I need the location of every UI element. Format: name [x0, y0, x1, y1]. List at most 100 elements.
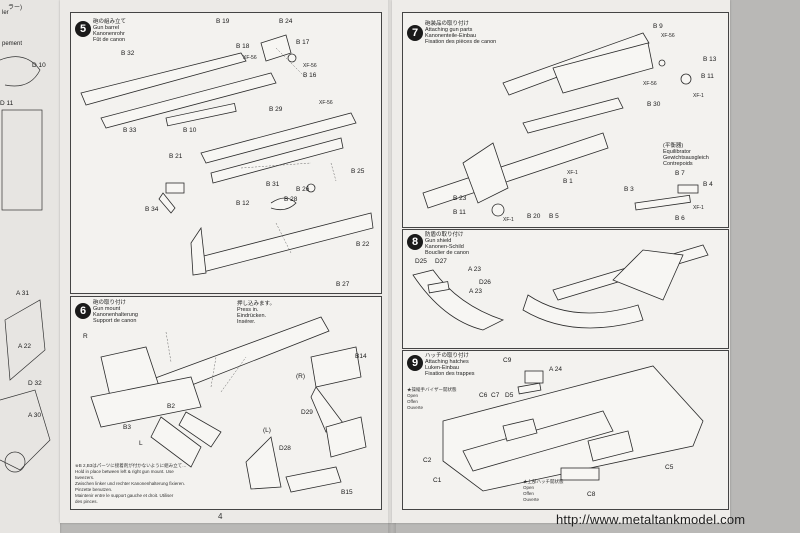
step9-drawing — [442, 365, 704, 492]
part-label: B 34 — [145, 206, 159, 213]
part-label: C7 — [491, 392, 500, 399]
part-label: C6 — [479, 392, 488, 399]
step8-panel: 8 防盾の取り付け Gun shield Kanonen-Schild Bouc… — [402, 229, 729, 349]
step7-panel: 7 砲装品の取り付け Attaching gun parts Kanonente… — [402, 12, 729, 228]
visor-note: Open — [407, 393, 419, 398]
press-note-fr: Insérer. — [237, 319, 256, 325]
step-title-jp: ハッチの取り付け — [425, 353, 470, 359]
part-label: B 28 — [284, 196, 298, 203]
part-label: D29 — [301, 409, 313, 416]
part-label: C9 — [503, 357, 512, 364]
step-title-en: Gun barrel — [93, 25, 119, 31]
part-label: B 19 — [216, 18, 230, 25]
partial-note: ler — [2, 10, 9, 16]
part-label: A 30 — [28, 412, 42, 419]
part-label: B 6 — [675, 215, 685, 222]
part-label: D 11 — [0, 100, 14, 107]
step6-panel: 6 砲の取り付け Gun mount Kanonenhalterung Supp… — [70, 296, 382, 510]
partial-left-page: ラー) ler pement D 10 D 11 D 32 A 31 A 22 … — [0, 0, 60, 533]
step-title-de: Luken-Einbau — [425, 365, 459, 371]
hatch-note: Offen — [523, 491, 534, 496]
part-label: B 1 — [563, 178, 573, 185]
part-label: D25 — [415, 258, 427, 265]
part-label: B 30 — [647, 101, 661, 108]
partial-left-drawing — [0, 56, 51, 473]
part-label: R — [83, 333, 88, 340]
part-label: B 17 — [296, 39, 310, 46]
step-title-de: Kanonenteile-Einbau — [425, 33, 477, 39]
part-label: D5 — [505, 392, 514, 399]
assembly-note: des pinces. — [75, 499, 98, 504]
step5-panel: 5 砲の組み立て Gun barrel Kanonenrohr Fût de c… — [70, 12, 382, 294]
watermark-url: http://www.metaltankmodel.com — [556, 512, 746, 527]
visor-note: Offen — [407, 399, 418, 404]
part-label: D 32 — [28, 380, 42, 387]
assembly-note: Maintenir entre le support gauche et dro… — [75, 493, 174, 498]
step-title-en: Gun shield — [425, 238, 452, 244]
step-title-jp: 砲の組み立て — [93, 19, 127, 25]
part-label: A 22 — [18, 343, 32, 350]
part-label: B3 — [123, 424, 131, 431]
step-title-fr: Fixation des pièces de canon — [425, 39, 497, 45]
hatch-note: ★上部ハッチ開状態 — [523, 479, 564, 484]
step8-drawing — [412, 244, 709, 331]
step-title-de: Kanonenhalterung — [93, 312, 138, 318]
partial-note: ラー) — [8, 5, 22, 11]
step-title-de: Kanonen-Schild — [425, 244, 464, 250]
part-label: B 12 — [236, 200, 250, 207]
part-label: B 3 — [624, 186, 634, 193]
hatch-note: Ouverte — [523, 497, 540, 502]
equilibrator-en: Equilibrator — [663, 149, 691, 155]
step-title-en: Attaching gun parts — [425, 27, 473, 33]
part-label: A 24 — [549, 366, 563, 373]
step-title-en: Gun mount — [93, 306, 121, 312]
page-number: 4 — [218, 512, 223, 521]
paint-tag: XF-56 — [319, 100, 333, 106]
paint-tag: XF-56 — [243, 55, 257, 61]
part-label: B 10 — [183, 127, 197, 134]
paint-tag: XF-1 — [693, 205, 704, 211]
part-label: B2 — [167, 403, 175, 410]
assembly-note: Pinzette benutzen. — [75, 487, 113, 492]
part-label: (R) — [296, 373, 306, 380]
part-label: L — [139, 440, 143, 447]
partial-note: pement — [2, 41, 23, 47]
part-label: B15 — [341, 489, 353, 496]
part-label: A 23 — [469, 288, 483, 295]
part-label: A 23 — [468, 266, 482, 273]
part-label: B 13 — [703, 56, 717, 63]
step-title-jp: 砲装品の取り付け — [425, 21, 470, 27]
part-label: B 18 — [236, 43, 250, 50]
part-label: D28 — [279, 445, 291, 452]
equilibrator-fr: Contrepoids — [663, 161, 693, 167]
press-note-de: Eindrücken. — [237, 313, 267, 319]
part-label: B 4 — [703, 181, 713, 188]
step6-drawing — [90, 316, 367, 493]
part-label: B 33 — [123, 127, 137, 134]
step-title-fr: Fixation des trappes — [425, 371, 475, 377]
part-label: D26 — [479, 279, 491, 286]
part-label: C8 — [587, 491, 596, 498]
part-label: B 25 — [351, 168, 365, 175]
assembly-note: ※B 2,B3はパーツに接着剤が付かないように組み立て… — [75, 463, 187, 468]
part-label: B 21 — [169, 153, 183, 160]
equilibrator-jp: (平衡器) — [663, 143, 684, 149]
instruction-page-right: 7 砲装品の取り付け Attaching gun parts Kanonente… — [392, 0, 730, 523]
step9-panel: 9 ハッチの取り付け Attaching hatches Luken-Einba… — [402, 350, 729, 510]
visor-note: Ouverte — [407, 405, 424, 410]
part-label: B 20 — [527, 213, 541, 220]
visor-note: ★操縦手バイザー開状態 — [407, 387, 457, 392]
step-title-jp: 砲の取り付け — [93, 300, 127, 306]
part-label: B 31 — [266, 181, 280, 188]
part-label: B 24 — [279, 18, 293, 25]
assembly-note: Zwischen linker und rechter Kanonenhalte… — [75, 481, 186, 486]
paint-tag: XF-1 — [503, 217, 514, 223]
step-number: 6 — [75, 303, 91, 319]
paint-tag: XF-56 — [643, 81, 657, 87]
part-label: D27 — [435, 258, 447, 265]
part-label: B 5 — [549, 213, 559, 220]
step-number: 9 — [407, 355, 423, 371]
assembly-note: Hold in place between left & right gun m… — [75, 469, 174, 474]
step7-drawing — [422, 32, 699, 217]
step5-drawing — [80, 34, 374, 276]
